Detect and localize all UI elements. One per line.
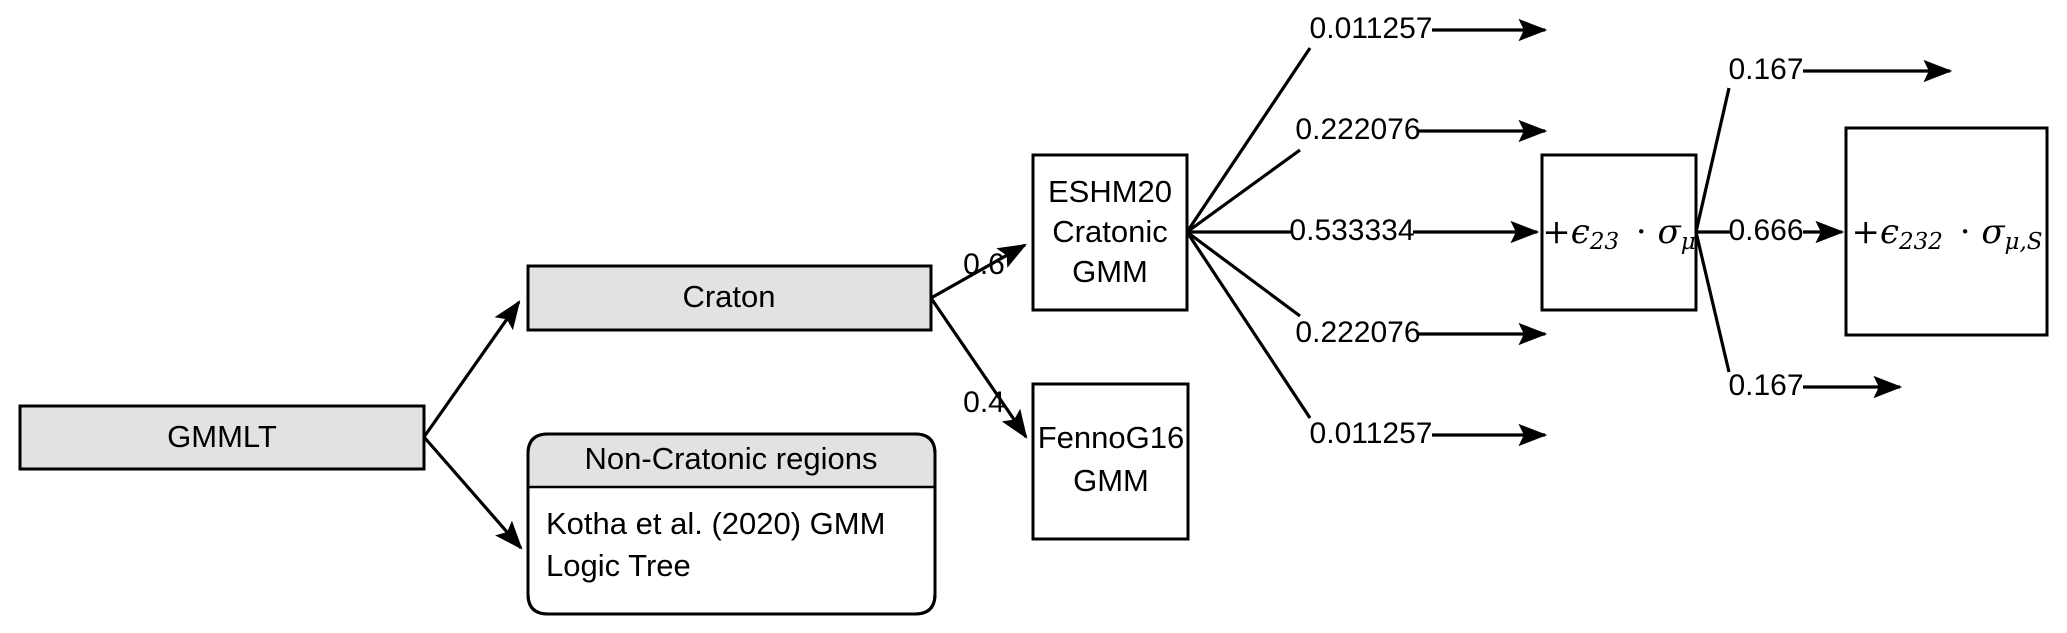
node-eshm20-line2: Cratonic <box>1052 214 1167 249</box>
edge-eps23-branch-1 <box>1694 87 1731 233</box>
node-fennog16-line1: FennoG16 <box>1038 420 1185 455</box>
node-craton[interactable]: Craton <box>526 264 933 332</box>
eps23-sigma-subscript: μ <box>1681 229 1696 255</box>
node-fennog16-box[interactable] <box>1031 382 1190 541</box>
weight-eshm20-branch-2: 0.222076 <box>1295 113 1420 146</box>
node-eshm20-box[interactable] <box>1031 153 1189 312</box>
node-noncratonic-body-line1: Kotha et al. (2020) GMM <box>546 506 885 541</box>
node-gmmlt[interactable]: GMMLT <box>18 404 426 471</box>
eps23-subscript: 23 <box>1589 229 1619 255</box>
weight-eps23-branch-1: 0.167 <box>1728 53 1803 86</box>
eps232-epsilon: ϵ <box>1880 212 1899 252</box>
eps23-sigma: σ <box>1658 212 1682 252</box>
edge-eshm20-branch-4 <box>1186 230 1301 318</box>
node-epsilon-23[interactable]: +ϵ23 · σμ <box>1540 153 1698 312</box>
node-eshm20-cratonic-gmm[interactable]: ESHM20 Cratonic GMM <box>1031 153 1189 312</box>
node-noncratonic-body-line2: Logic Tree <box>546 548 691 583</box>
weight-craton-to-fennog16: 0.4 <box>963 386 1005 419</box>
node-noncratonic-outline <box>526 432 937 616</box>
eps232-subscript: 232 <box>1898 229 1943 255</box>
node-epsilon-232-label: +ϵ232 · σμ,S <box>1851 212 2042 255</box>
edge-craton-to-eshm20 <box>930 243 1027 300</box>
node-epsilon-232-box[interactable] <box>1844 126 2049 337</box>
weight-eshm20-branch-1: 0.011257 <box>1310 12 1433 45</box>
node-fennog16-gmm[interactable]: FennoG16 GMM <box>1031 382 1190 541</box>
edge-craton-to-fennog16 <box>929 297 1028 439</box>
edge-eshm20-branch-2 <box>1186 148 1301 234</box>
eps232-dot: · <box>1949 212 1981 252</box>
edge-eps23-branch-3 <box>1694 231 1731 373</box>
weight-eps23-branch-2: 0.666 <box>1728 214 1803 247</box>
eps23-plus: + <box>1542 212 1571 252</box>
node-gmmlt-label: GMMLT <box>167 419 277 454</box>
eps232-sigma: σ <box>1981 212 2005 252</box>
edge-gmmlt-to-noncratonic <box>422 435 523 550</box>
node-epsilon-23-box[interactable] <box>1540 153 1698 312</box>
node-noncratonic-header-label: Non-Cratonic regions <box>585 441 878 476</box>
node-craton-box[interactable] <box>526 264 933 332</box>
edge-eshm20-branch-1 <box>1185 47 1312 233</box>
weight-eshm20-branch-5: 0.011257 <box>1310 417 1433 450</box>
node-craton-label: Craton <box>682 279 775 314</box>
node-eshm20-line1: ESHM20 <box>1048 174 1172 209</box>
weight-eshm20-branch-4: 0.222076 <box>1295 316 1420 349</box>
node-epsilon-23-label: +ϵ23 · σμ <box>1542 212 1695 255</box>
node-fennog16-line2: GMM <box>1073 463 1149 498</box>
node-gmmlt-box[interactable] <box>18 404 426 471</box>
eps232-plus: + <box>1851 212 1880 252</box>
edge-gmmlt-to-craton <box>422 300 521 438</box>
weight-eps23-branch-3: 0.167 <box>1728 369 1803 402</box>
node-eshm20-line3: GMM <box>1072 254 1148 289</box>
eps23-epsilon: ϵ <box>1571 212 1590 252</box>
node-noncratonic-regions[interactable]: Non-Cratonic regions Kotha et al. (2020)… <box>526 432 937 616</box>
node-noncratonic-header-fill <box>528 434 935 487</box>
edge-eshm20-branch-5 <box>1185 231 1312 419</box>
weight-eshm20-branch-3: 0.533334 <box>1289 214 1414 247</box>
weight-craton-to-eshm20: 0.6 <box>963 248 1005 281</box>
eps23-dot: · <box>1625 212 1657 252</box>
eps232-sigma-subscript: μ,S <box>2005 229 2043 255</box>
node-epsilon-232[interactable]: +ϵ232 · σμ,S <box>1844 126 2049 337</box>
